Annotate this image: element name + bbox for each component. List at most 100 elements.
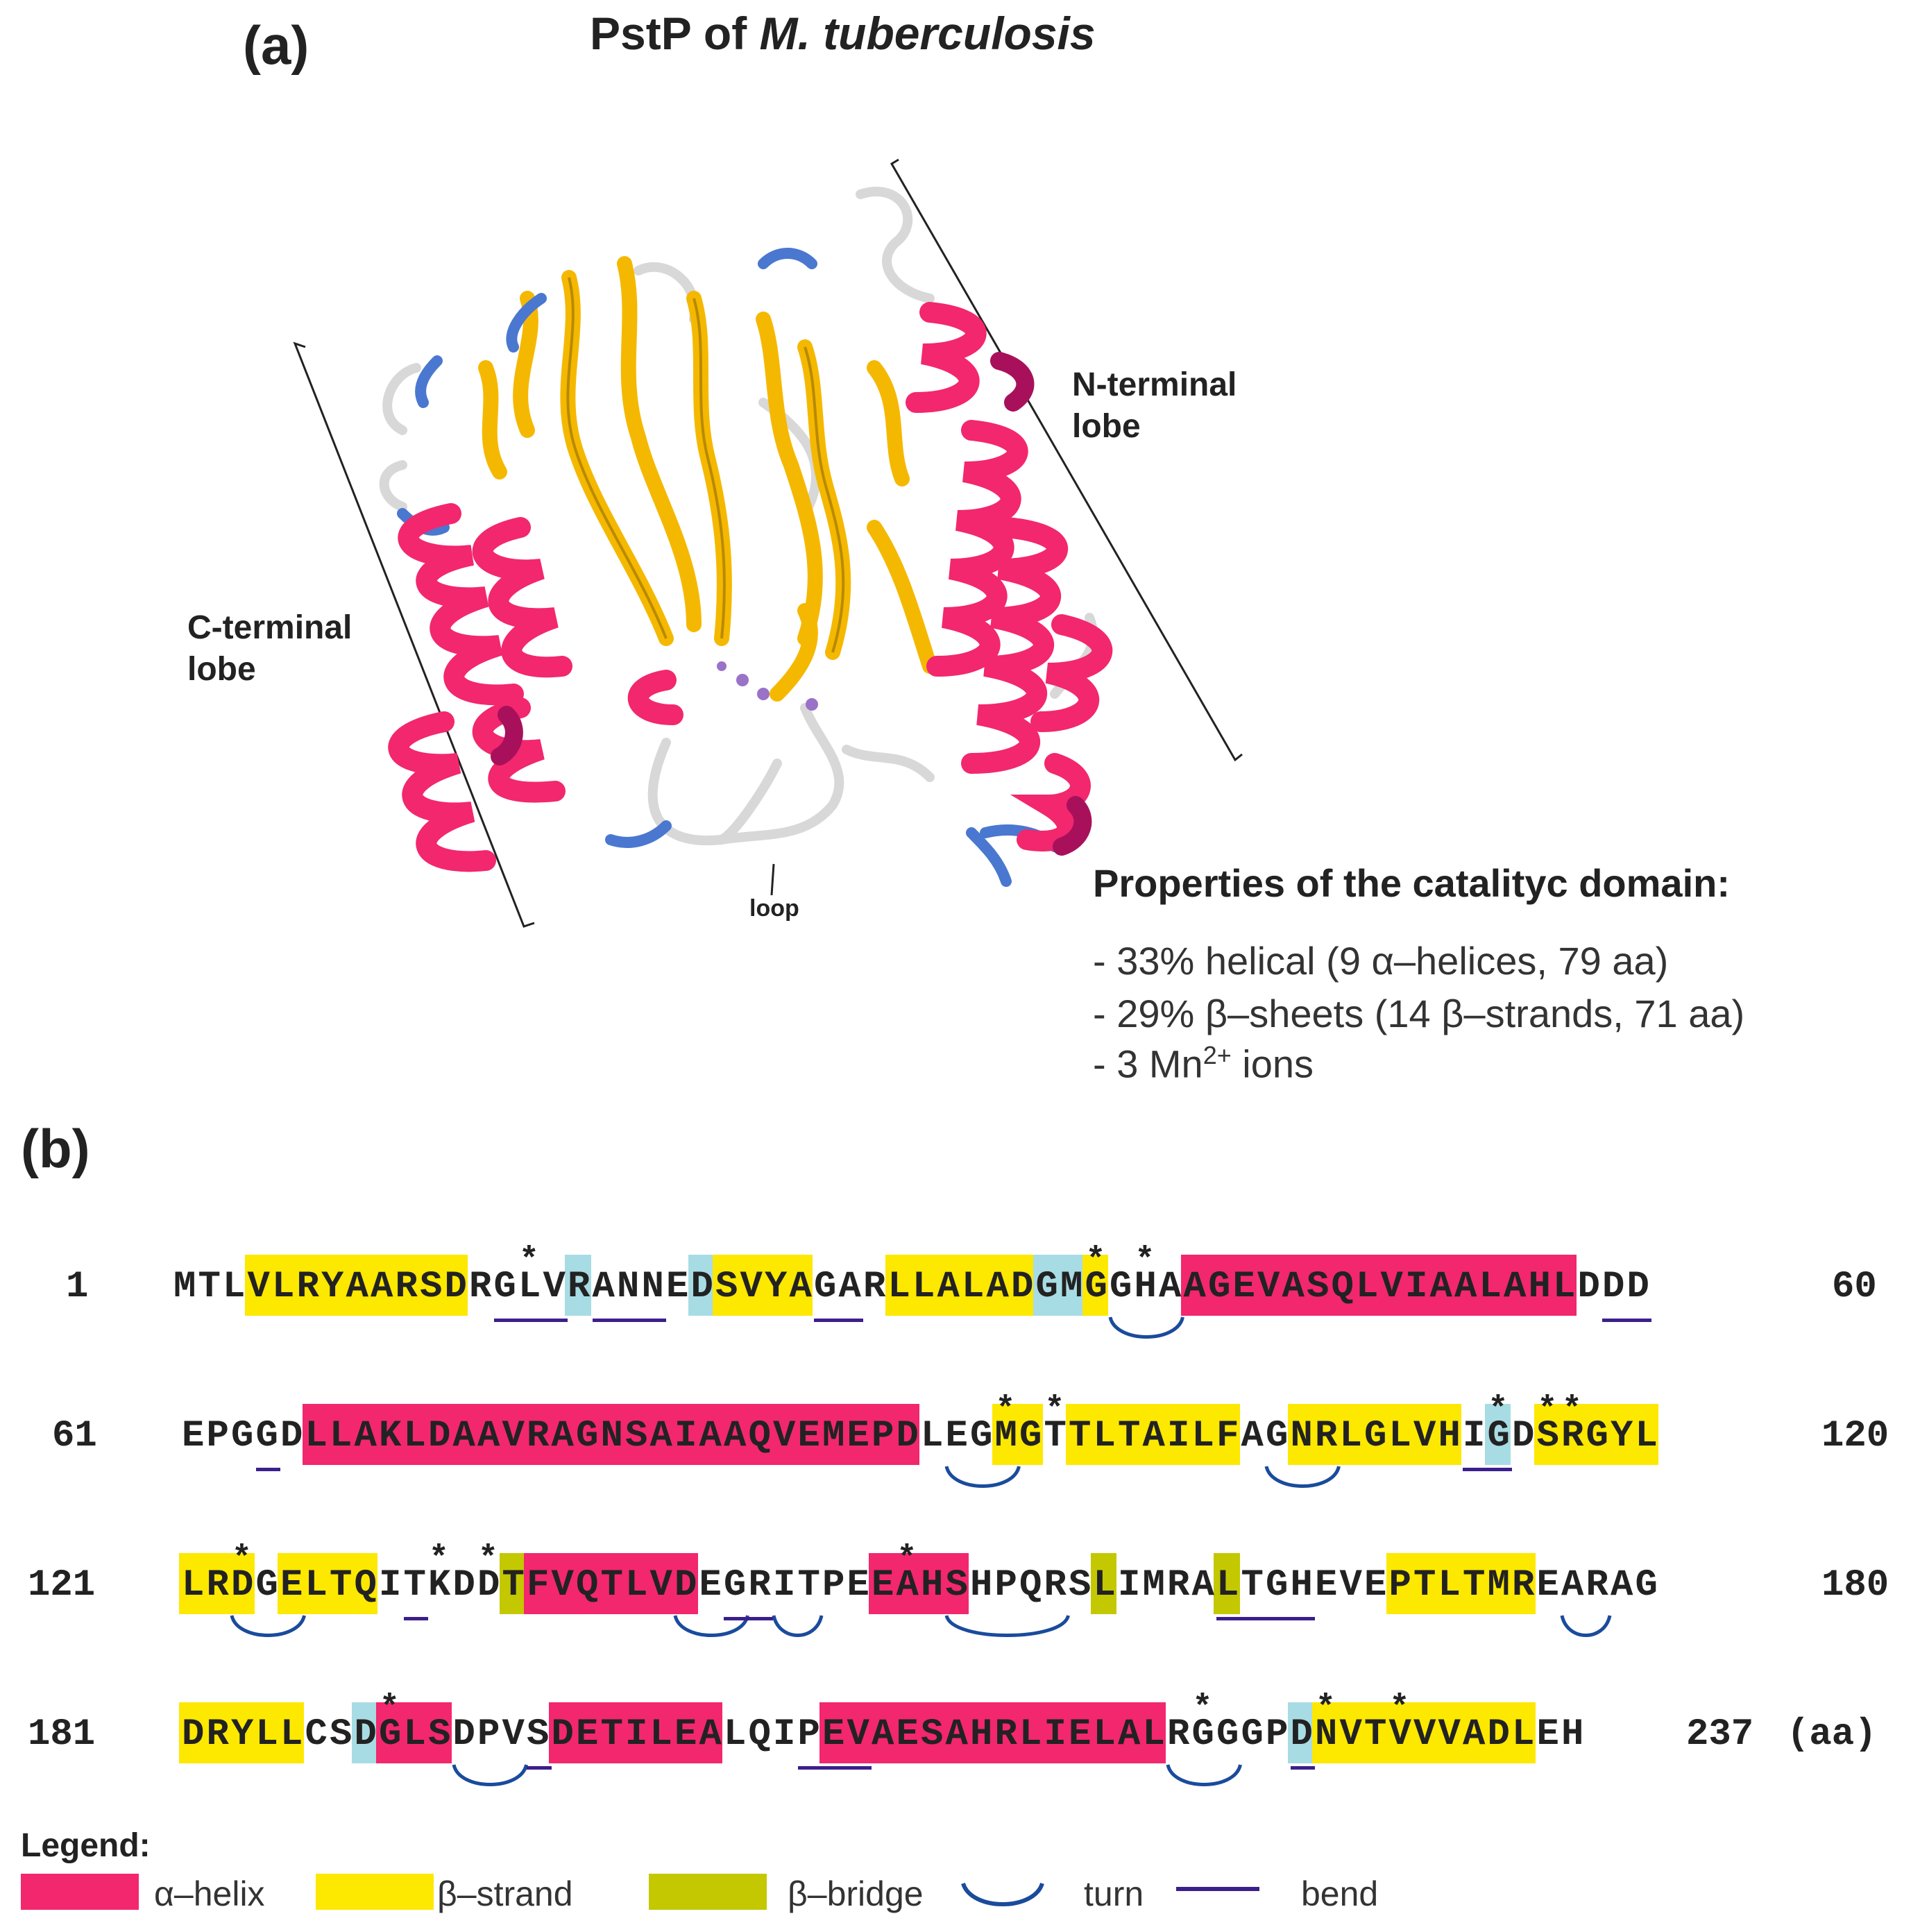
residue: E [1232, 1266, 1255, 1308]
n-lobe-line2: lobe [1072, 408, 1141, 445]
residue: T [330, 1564, 352, 1607]
highlight-cyan [1484, 1404, 1511, 1465]
strand-segment [244, 1255, 468, 1316]
residue: A [937, 1266, 960, 1308]
prop3-post: ions [1231, 1042, 1314, 1086]
residue: L [1142, 1713, 1165, 1756]
residue: L [1438, 1564, 1461, 1607]
residue: P [822, 1564, 844, 1607]
asterisk-mark: * [383, 1686, 396, 1723]
residue: D [231, 1564, 253, 1607]
residue: Y [321, 1266, 343, 1308]
residue: A [945, 1713, 968, 1756]
residue: A [1241, 1415, 1264, 1457]
residue: I [1167, 1415, 1189, 1457]
residue: E [666, 1266, 688, 1308]
bend-symbol [255, 1468, 280, 1471]
bend-symbol [592, 1319, 666, 1322]
residue: A [1118, 1713, 1140, 1756]
residue: E [1069, 1713, 1091, 1756]
residue: E [674, 1713, 697, 1756]
turn-symbol [1560, 1615, 1612, 1637]
residue: L [1019, 1713, 1042, 1756]
residue: L [649, 1713, 672, 1756]
residue: R [469, 1266, 491, 1308]
strand-segment [1287, 1404, 1461, 1465]
residue: E [945, 1415, 968, 1457]
residue: S [527, 1713, 549, 1756]
strand-segment [713, 1255, 813, 1316]
residue: L [403, 1713, 426, 1756]
residue: L [1093, 1713, 1116, 1756]
residue: R [568, 1266, 590, 1308]
residue: I [379, 1564, 401, 1607]
residue: V [649, 1564, 672, 1607]
residue: S [420, 1266, 442, 1308]
residue: V [773, 1415, 795, 1457]
residue: A [551, 1415, 574, 1457]
residue: V [502, 1415, 525, 1457]
turn-symbol [772, 1615, 824, 1637]
units-suffix: (aa) [1787, 1713, 1877, 1756]
residue: I [1044, 1713, 1067, 1756]
residue: L [625, 1564, 647, 1607]
residue: R [1586, 1564, 1608, 1607]
residue: L [962, 1266, 984, 1308]
residue: H [1134, 1266, 1157, 1308]
residue: L [1339, 1415, 1362, 1457]
asterisk-mark: * [1138, 1239, 1152, 1276]
strand-segment [1082, 1255, 1108, 1316]
residue: L [1553, 1266, 1575, 1308]
legend-bend-label: bend [1301, 1874, 1379, 1913]
residue: R [748, 1564, 771, 1607]
residue: A [649, 1415, 672, 1457]
residue: E [847, 1415, 869, 1457]
property-sheets: - 29% β–sheets (14 β–strands, 71 aa) [1093, 992, 1745, 1035]
residue: R [1512, 1564, 1534, 1607]
residue: D [1626, 1266, 1649, 1308]
residue: S [1307, 1266, 1329, 1308]
residue: G [255, 1415, 278, 1457]
residue: G [1241, 1713, 1264, 1756]
residue: A [1463, 1713, 1485, 1756]
residue: D [674, 1564, 697, 1607]
residue: D [1011, 1266, 1033, 1308]
residue: V [1413, 1713, 1436, 1756]
asterisk-mark: * [235, 1537, 248, 1574]
bend-symbol [797, 1766, 872, 1770]
residue: D [182, 1713, 204, 1756]
residue: G [1266, 1415, 1288, 1457]
legend-strand-label: β–strand [437, 1874, 573, 1913]
residue: I [625, 1713, 647, 1756]
asterisk-mark: * [999, 1388, 1012, 1425]
bend-symbol [1216, 1617, 1315, 1620]
residue: E [896, 1713, 919, 1756]
helix-segment [302, 1404, 821, 1465]
magenta-helix-accents [491, 352, 1092, 856]
residue: H [970, 1713, 992, 1756]
turn-symbol [1166, 1764, 1242, 1786]
residue: L [305, 1564, 328, 1607]
sequence-end-number: 237 [1686, 1713, 1754, 1756]
residue: T [1463, 1564, 1485, 1607]
residue: S [1069, 1564, 1091, 1607]
residue: K [428, 1564, 450, 1607]
residue: G [1487, 1415, 1510, 1457]
panel-a-title-prefix: PstP of [590, 8, 760, 59]
turn-symbol [230, 1615, 306, 1637]
residue: A [1611, 1564, 1633, 1607]
residue: Y [765, 1266, 787, 1308]
turn-symbol [1108, 1316, 1184, 1339]
residue: Q [1019, 1564, 1042, 1607]
residue: N [617, 1266, 639, 1308]
legend-bend-symbol [1176, 1887, 1259, 1891]
residue: G [1019, 1415, 1042, 1457]
properties-title: Properties of the catalityc domain: [1093, 861, 1730, 905]
residue: G [814, 1266, 836, 1308]
residue: A [1454, 1266, 1477, 1308]
legend-turn-symbol [961, 1882, 1044, 1906]
residue: V [1380, 1266, 1403, 1308]
residue: E [822, 1713, 844, 1756]
panel-b-label: (b) [21, 1118, 90, 1179]
